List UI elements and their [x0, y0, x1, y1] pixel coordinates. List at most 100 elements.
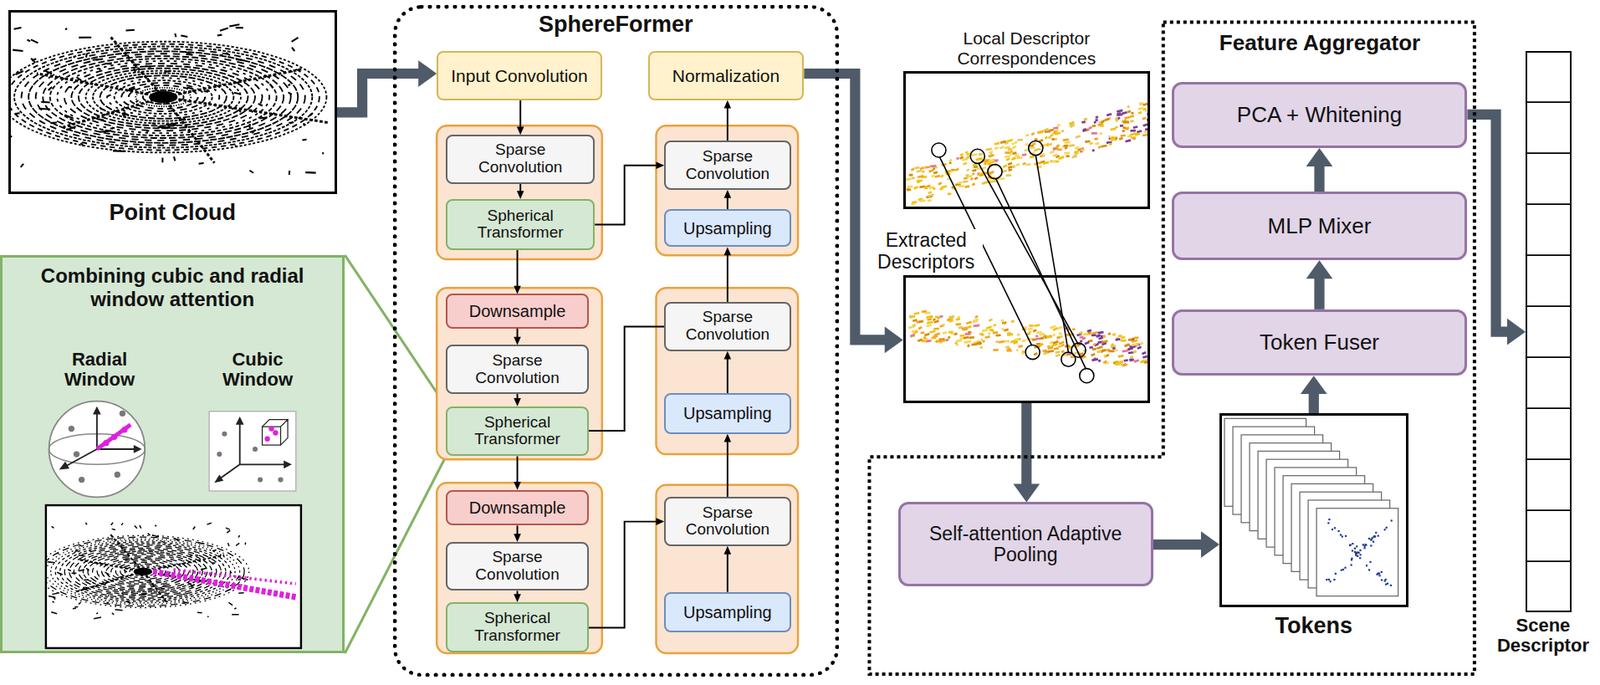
- illustration-stroke: [933, 334, 939, 338]
- illustration-stroke: [180, 35, 188, 37]
- illustration-stroke: [1057, 336, 1061, 339]
- illustration-stroke: [919, 186, 925, 188]
- illustration-stroke: [277, 477, 283, 483]
- heading-label: Cubic Window: [206, 349, 309, 390]
- illustration-stroke: [1005, 346, 1010, 348]
- illustration-stroke: [1373, 535, 1376, 537]
- illustration-stroke: [131, 592, 133, 593]
- illustration-stroke: [907, 184, 913, 188]
- inset-panel: Combining cubic and radial window attent…: [0, 255, 345, 654]
- illustration-stroke: [269, 83, 273, 88]
- illustration-stroke: [89, 550, 93, 552]
- illustration-stroke: [78, 602, 82, 604]
- illustration-stroke: [1063, 138, 1069, 142]
- illustration-stroke: [129, 567, 157, 577]
- illustration-stroke: [973, 319, 979, 322]
- illustration-stroke: [920, 199, 924, 201]
- illustration-stroke: [133, 444, 143, 454]
- illustration-stroke: [1142, 117, 1147, 119]
- illustration-stroke: [989, 159, 995, 162]
- illustration-stroke: [1142, 134, 1149, 136]
- illustration-stroke: [238, 592, 244, 594]
- illustration-stroke: [143, 571, 167, 602]
- illustration-stroke: [67, 569, 72, 572]
- illustration-stroke: [1041, 153, 1045, 155]
- illustration-stroke: [105, 62, 113, 65]
- illustration-stroke: [969, 336, 975, 339]
- process-box: Sparse Convolution: [445, 541, 589, 592]
- dashed-outline: [869, 22, 1474, 675]
- illustration-stroke: [99, 130, 112, 132]
- illustration-stroke: [964, 332, 971, 336]
- illustration-stroke: [161, 541, 164, 542]
- illustration-stroke: [14, 46, 312, 149]
- illustration-stroke: [934, 332, 940, 335]
- illustration-stroke: [918, 327, 922, 329]
- illustration-stroke: [1368, 537, 1370, 540]
- illustration-stroke: [252, 446, 258, 452]
- illustration-stroke: [46, 535, 250, 608]
- illustration-stroke: [1369, 539, 1372, 542]
- illustration-stroke: [954, 168, 959, 171]
- illustration-stroke: [655, 485, 798, 654]
- illustration-stroke: [100, 75, 227, 118]
- illustration-stroke: [1032, 338, 1035, 342]
- illustration-stroke: [1114, 362, 1120, 364]
- flow-arrow: [588, 521, 658, 629]
- descriptor-bar: Scene Descriptor: [1525, 51, 1572, 613]
- illustration-stroke: [1134, 336, 1140, 339]
- illustration-stroke: [48, 595, 56, 598]
- illustration-stroke: [1349, 544, 1351, 547]
- illustration-stroke: [64, 545, 221, 599]
- illustration-stroke: [71, 572, 77, 574]
- arrow-head: [1012, 483, 1040, 502]
- illustration-stroke: [967, 326, 972, 328]
- illustration-stroke: [1017, 156, 1023, 159]
- connector-line: [337, 73, 420, 113]
- illustration-stroke: [986, 148, 992, 150]
- illustration-stroke: [146, 129, 149, 133]
- illustration-stroke: [1012, 166, 1016, 168]
- illustration-stroke: [1003, 322, 1007, 324]
- illustration-stroke: [59, 461, 70, 471]
- illustration-stroke: [920, 167, 925, 169]
- thick-arrow: [337, 73, 420, 113]
- illustration-stroke: [1042, 162, 1049, 164]
- illustration-stroke: [1354, 547, 1356, 550]
- heading-label: Tokens: [1205, 613, 1423, 639]
- flow-arrow: [516, 456, 518, 484]
- illustration-stroke: [976, 342, 982, 345]
- illustration-stroke: [921, 310, 927, 314]
- illustration-stroke: [1049, 151, 1054, 154]
- illustration-stroke: [173, 124, 177, 127]
- illustration-stroke: [1025, 143, 1028, 147]
- illustration-stroke: [56, 572, 63, 575]
- illustration-stroke: [288, 83, 291, 86]
- illustration-stroke: [183, 592, 186, 595]
- illustration-stroke: [212, 549, 216, 552]
- illustration-stroke: [85, 71, 241, 124]
- illustration-stroke: [1043, 128, 1048, 131]
- process-box: Self-attention Adaptive Pooling: [898, 501, 1154, 587]
- illustration-stroke: [1130, 136, 1137, 139]
- thick-arrow: [1313, 393, 1314, 414]
- illustration-stroke: [1328, 518, 1330, 521]
- illustration-stroke: [966, 157, 970, 159]
- illustration-stroke: [1138, 107, 1144, 110]
- illustration-stroke: [14, 27, 22, 30]
- illustration-stroke: [79, 559, 143, 572]
- illustration-stroke: [927, 199, 932, 202]
- illustration-stroke: [189, 555, 192, 558]
- illustration-stroke: [235, 416, 245, 425]
- illustration-stroke: [1074, 147, 1079, 149]
- arrow-head: [516, 190, 525, 200]
- illustration-stroke: [1096, 335, 1101, 338]
- illustration-stroke: [941, 323, 945, 328]
- illustration-stroke: [78, 569, 84, 572]
- illustration-stroke: [1079, 339, 1083, 343]
- illustration-stroke: [198, 542, 205, 544]
- illustration-stroke: [910, 176, 915, 179]
- illustration-stroke: [206, 522, 211, 525]
- illustration-stroke: [1354, 551, 1356, 553]
- illustration-stroke: [216, 431, 283, 483]
